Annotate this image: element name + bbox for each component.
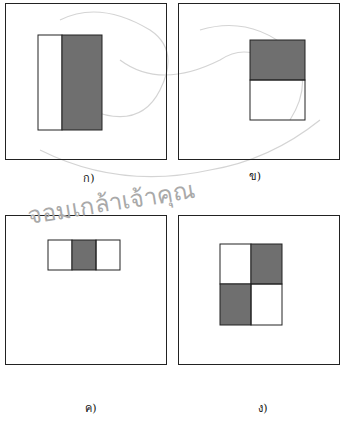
feature-window: ง) [178,215,340,365]
watermark-seal [40,12,320,177]
feature-window: ข) [178,3,340,160]
panel-caption: ค) [85,399,96,417]
panel-caption: ข) [249,167,261,185]
feature-line-three-rect [48,240,120,270]
feature-window: ค) [5,215,167,365]
feature-window: ก) [5,3,167,160]
watermark-text: จอมเกล้าเจ้าคุณ [25,170,197,235]
feature-edge-vertical [250,40,305,120]
panel-caption: ง) [258,399,267,417]
feature-four-rect [220,244,282,325]
panel-caption: ก) [83,169,94,187]
feature-edge-two-rect [38,35,102,130]
